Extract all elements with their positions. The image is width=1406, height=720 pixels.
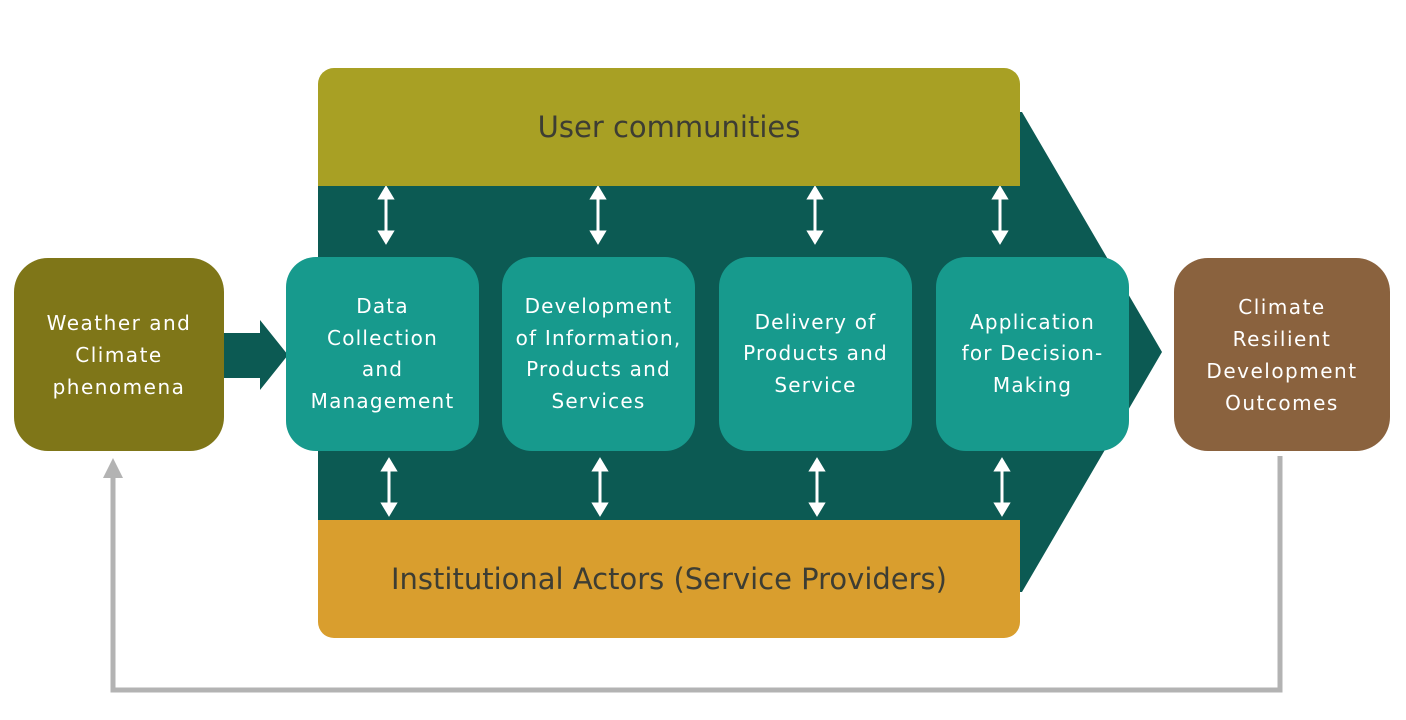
input-arrow	[224, 320, 288, 390]
double-arrow-icon	[808, 457, 826, 517]
stage-label: Application for Decision- Making	[961, 309, 1104, 397]
feedback-arrowhead	[103, 458, 123, 478]
double-arrow-icon	[589, 185, 607, 245]
stage-development-information: Development of Information, Products and…	[502, 257, 695, 451]
weather-climate-box: Weather and Climate phenomena	[14, 258, 224, 451]
double-arrow-icon	[380, 457, 398, 517]
institutional-actors-label: Institutional Actors (Service Providers)	[391, 562, 947, 596]
institutional-actors-band: Institutional Actors (Service Providers)	[318, 520, 1020, 638]
double-arrow-icon	[591, 457, 609, 517]
double-arrow-icon	[377, 185, 395, 245]
stage-delivery-products: Delivery of Products and Service	[719, 257, 912, 451]
climate-resilient-outcomes-label: Climate Resilient Development Outcomes	[1206, 294, 1358, 415]
user-communities-band: User communities	[318, 68, 1020, 186]
double-arrow-icon	[806, 185, 824, 245]
stage-application-decision-making: Application for Decision- Making	[936, 257, 1129, 451]
double-arrow-icon	[991, 185, 1009, 245]
stage-label: Delivery of Products and Service	[743, 309, 888, 397]
stage-label: Data Collection and Management	[310, 294, 455, 413]
weather-climate-label: Weather and Climate phenomena	[46, 310, 192, 399]
user-communities-label: User communities	[537, 110, 801, 144]
stage-data-collection: Data Collection and Management	[286, 257, 479, 451]
climate-resilient-outcomes-box: Climate Resilient Development Outcomes	[1174, 258, 1390, 451]
feedback-loop-line	[110, 456, 1283, 693]
double-arrow-icon	[993, 457, 1011, 517]
stage-label: Development of Information, Products and…	[515, 294, 682, 413]
